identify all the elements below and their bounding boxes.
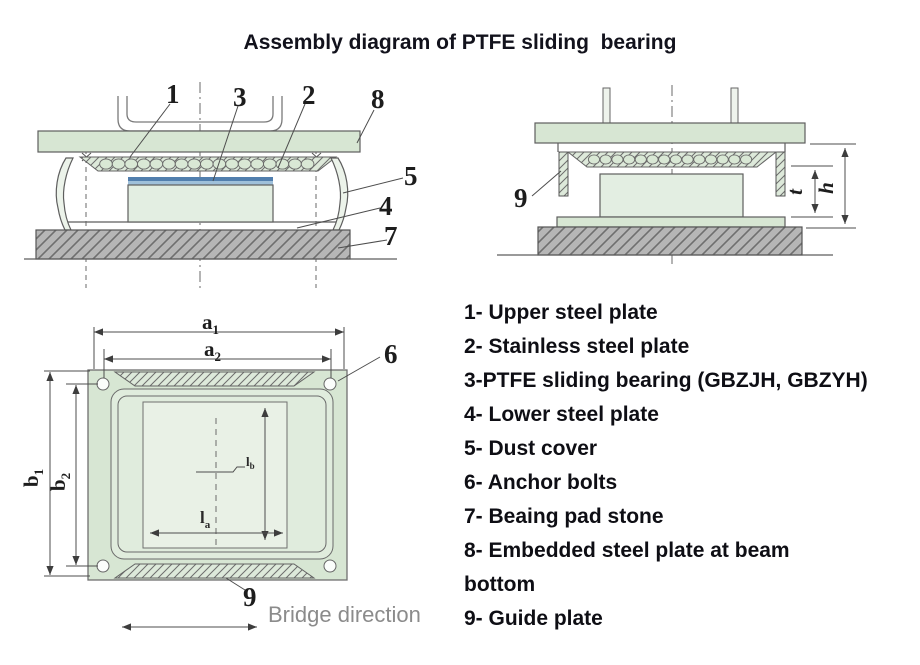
anchor-bolt-pin bbox=[730, 87, 739, 124]
callout-4: 4 bbox=[379, 191, 393, 221]
dust-cover-left bbox=[55, 157, 74, 231]
dimension-b1: b1 bbox=[19, 370, 90, 577]
guide-plate-right bbox=[775, 151, 786, 197]
legend-line: 4- Lower steel plate bbox=[464, 403, 659, 426]
bridge-direction: Bridge direction bbox=[122, 602, 421, 631]
bearing-body bbox=[599, 173, 744, 218]
svg-text:t: t bbox=[783, 188, 807, 195]
guide-plate-plan-bottom bbox=[113, 563, 316, 579]
front-callouts: 1 3 2 8 5 4 7 bbox=[129, 79, 418, 251]
legend-line: 7- Beaing pad stone bbox=[464, 505, 664, 528]
bridge-direction-label: Bridge direction bbox=[268, 602, 421, 627]
legend-line: 1- Upper steel plate bbox=[464, 301, 658, 324]
legend-line: bottom bbox=[464, 573, 536, 596]
callout-5: 5 bbox=[404, 161, 418, 191]
dimension-h: h bbox=[806, 143, 856, 229]
callout-2: 2 bbox=[302, 80, 316, 110]
roller-bearing-band bbox=[566, 151, 778, 168]
leader-9 bbox=[531, 170, 562, 197]
svg-text:lb: lb bbox=[246, 454, 255, 471]
callout-7: 7 bbox=[384, 221, 398, 251]
svg-text:a2: a2 bbox=[204, 337, 221, 364]
dimension-a1: a1 bbox=[93, 310, 345, 369]
guide-plate-left bbox=[558, 151, 569, 197]
anchor-bolt-holes bbox=[96, 377, 337, 573]
bearing-pad-stone bbox=[35, 229, 351, 260]
page-title: Assembly diagram of PTFE sliding bearing bbox=[243, 31, 677, 54]
dimension-la: la bbox=[150, 508, 283, 537]
roller-bearing-band bbox=[78, 156, 338, 172]
dimension-t: t bbox=[783, 165, 833, 218]
callout-8: 8 bbox=[371, 84, 385, 114]
svg-text:la: la bbox=[200, 508, 211, 531]
leader-9 bbox=[225, 577, 246, 591]
anchor-bolt-pin bbox=[602, 87, 611, 124]
legend-line: 2- Stainless steel plate bbox=[464, 335, 690, 358]
bearing-pad-stone bbox=[537, 226, 803, 256]
dimension-b2: b2 bbox=[46, 383, 98, 567]
svg-text:a1: a1 bbox=[202, 310, 219, 337]
beam-channel-inner bbox=[126, 96, 274, 123]
callout-3: 3 bbox=[233, 82, 247, 112]
callout-9: 9 bbox=[243, 582, 257, 612]
callout-6: 6 bbox=[384, 339, 398, 369]
side-view: 9 t h bbox=[497, 85, 856, 268]
legend-line: 6- Anchor bolts bbox=[464, 471, 618, 494]
stainless-ptfe-strips bbox=[128, 177, 273, 185]
embedded-steel-plate bbox=[37, 130, 361, 153]
legend-line: 5- Dust cover bbox=[464, 437, 598, 460]
legend-line: 9- Guide plate bbox=[464, 607, 603, 630]
svg-text:b2: b2 bbox=[46, 473, 73, 491]
dimension-a2: a2 bbox=[103, 337, 332, 378]
plan-view: a1 a2 b1 b2 bbox=[19, 310, 421, 631]
svg-text:h: h bbox=[814, 182, 838, 194]
lower-steel-plate bbox=[556, 216, 786, 228]
bearing-frame-inner bbox=[117, 395, 327, 553]
callout-9: 9 bbox=[514, 183, 528, 213]
bearing-body bbox=[127, 184, 274, 223]
legend-line: 8- Embedded steel plate at beam bbox=[464, 539, 790, 562]
svg-text:b1: b1 bbox=[19, 469, 46, 487]
parts-legend: 1- Upper steel plate 2- Stainless steel … bbox=[464, 296, 920, 636]
guide-plate-plan-top bbox=[113, 371, 316, 387]
legend-line: 3-PTFE sliding bearing (GBZJH, GBZYH) bbox=[464, 369, 868, 392]
front-view: 1 3 2 8 5 4 7 bbox=[24, 79, 418, 292]
dimension-lb: lb bbox=[196, 408, 269, 540]
leader-6 bbox=[337, 356, 381, 382]
callout-1: 1 bbox=[166, 79, 180, 109]
embedded-steel-plate bbox=[534, 122, 806, 144]
